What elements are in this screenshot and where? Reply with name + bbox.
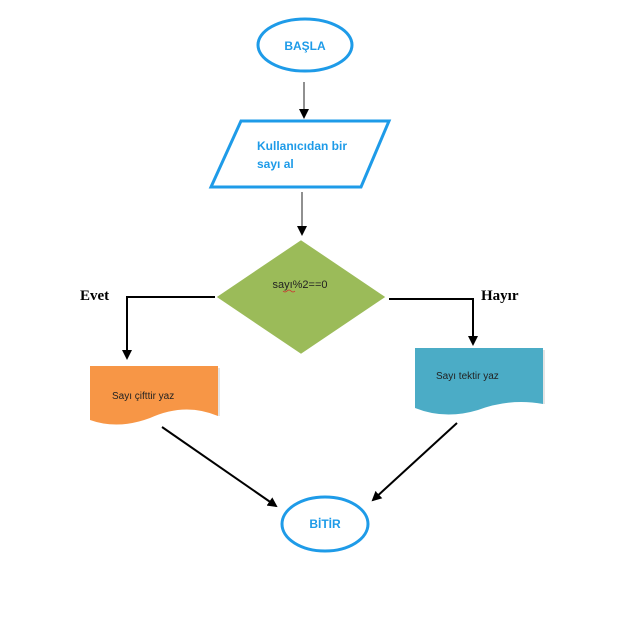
decision-diamond: sayı%2==0 (213, 237, 389, 357)
spellcheck-underline (282, 289, 296, 293)
arrow-odd-to-end (371, 422, 458, 502)
input-label-line2: sayı al (257, 157, 294, 171)
start-terminal: BAŞLA (256, 17, 354, 73)
even-output-document: Sayı çifttir yaz (90, 366, 220, 425)
arrow-even-to-end (161, 426, 278, 508)
even-output-label: Sayı çifttir yaz (112, 391, 174, 402)
end-label: BİTİR (309, 516, 341, 531)
odd-output-shape (415, 348, 543, 415)
no-branch-label: Hayır (481, 288, 519, 304)
end-terminal: BİTİR (280, 495, 370, 553)
yes-branch-label: Evet (80, 288, 109, 304)
arrow-yes-branch (122, 296, 215, 360)
odd-output-label: Sayı tektir yaz (436, 371, 499, 382)
input-parallelogram: Kullanıcıdan bir sayı al (208, 119, 392, 189)
decision-shape (213, 237, 389, 357)
input-shape (208, 119, 392, 189)
end-ellipse (280, 495, 370, 553)
decision-label: sayı%2==0 (272, 279, 327, 291)
start-ellipse (256, 17, 354, 73)
even-output-shape (90, 366, 218, 425)
input-label-line1: Kullanıcıdan bir (257, 139, 347, 153)
arrow-no-branch (389, 298, 478, 346)
start-label: BAŞLA (284, 39, 326, 53)
odd-output-document: Sayı tektir yaz (415, 348, 545, 415)
